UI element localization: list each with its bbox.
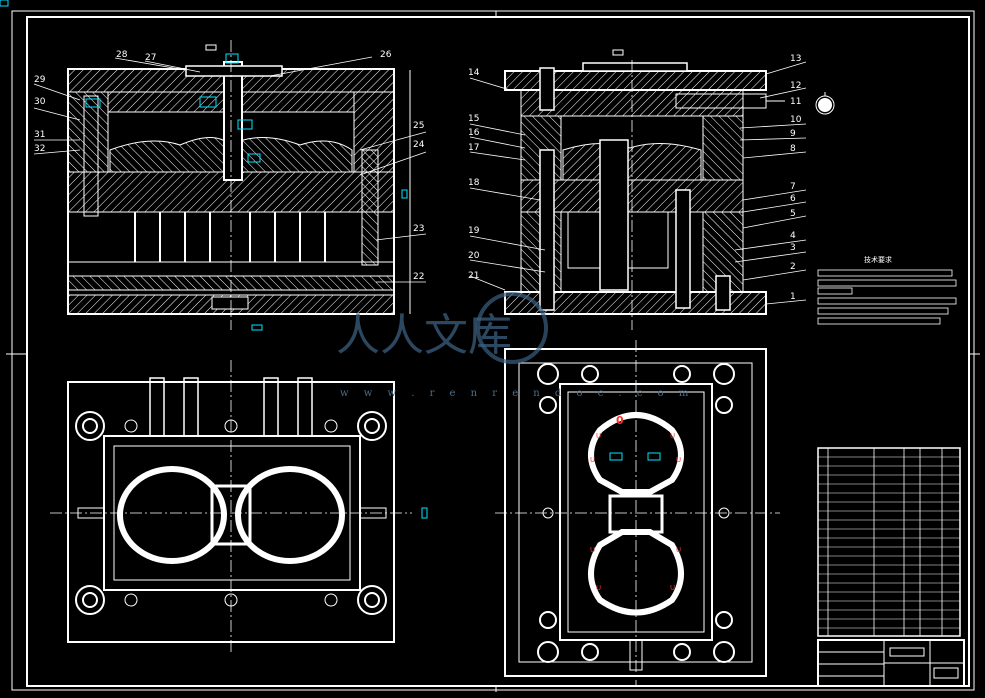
callout-10: 10: [790, 115, 802, 125]
callout-12: 12: [790, 81, 801, 91]
callout-11: 11: [790, 97, 801, 107]
callout-24: 24: [413, 140, 425, 150]
knob-part: [818, 98, 832, 112]
callout-7: 7: [790, 182, 796, 192]
callout-19: 19: [468, 226, 480, 236]
cavity-u-8: U: [670, 584, 675, 592]
bottom-left-plan-view: [50, 360, 412, 655]
tech-requirements: 技术要求: [817, 255, 957, 325]
callout-20: 20: [468, 251, 480, 261]
callout-17: 17: [468, 143, 479, 153]
cavity-u-5: U: [590, 546, 595, 554]
callout-31: 31: [34, 130, 45, 140]
cavity-u-6: U: [676, 546, 681, 554]
cavity-u-4: U: [676, 456, 681, 464]
cavity-markers: U U U U U U U U: [590, 432, 681, 592]
callout-16: 16: [468, 128, 480, 138]
callout-32: 32: [34, 144, 45, 154]
callout-3: 3: [790, 243, 796, 253]
callout-4: 4: [790, 231, 796, 241]
callout-25: 25: [413, 121, 424, 131]
cavity-u-7: U: [596, 584, 601, 592]
callout-5: 5: [790, 209, 796, 219]
callout-27: 27: [145, 53, 156, 63]
cavity-mark: 0: [616, 414, 624, 427]
watermark-logo-text: 人人文库: [336, 310, 512, 361]
left-callouts: [33, 56, 427, 283]
callout-15: 15: [468, 114, 479, 124]
callout-6: 6: [790, 194, 796, 204]
callout-18: 18: [468, 178, 480, 188]
bottom-right-plan-view: [495, 340, 780, 685]
cavity-u-1: U: [596, 432, 601, 440]
sheet-border: [6, 10, 980, 692]
plan-view-accent: [421, 507, 428, 519]
callout-26: 26: [380, 50, 392, 60]
left-section-view: [67, 40, 411, 330]
callout-13: 13: [790, 54, 801, 64]
cavity-u-2: U: [670, 432, 675, 440]
gate-marker: [205, 44, 217, 51]
callout-9: 9: [790, 129, 796, 139]
parts-list: [817, 447, 961, 637]
corner-marker: [0, 0, 9, 7]
cavity-u-3: U: [590, 456, 595, 464]
right-section-view: [504, 60, 835, 330]
callout-28: 28: [116, 50, 128, 60]
cavity-accents: [609, 452, 661, 461]
callout-2: 2: [790, 262, 796, 272]
title-block: [817, 639, 965, 687]
left-section-accents: [85, 53, 408, 331]
callout-30: 30: [34, 97, 46, 107]
tech-req-title: 技术要求: [864, 255, 892, 264]
watermark-url: w w w . r e n r e n d o c . c o m: [340, 388, 694, 399]
top-marker: [612, 49, 624, 56]
callout-1: 1: [790, 292, 796, 302]
watermark-ring: [476, 292, 548, 364]
right-callouts: [469, 61, 807, 305]
watermark: 人人文库 w w w . r e n r e n d o c . c o m: [336, 292, 694, 399]
callout-23: 23: [413, 224, 424, 234]
callout-22: 22: [413, 272, 424, 282]
callout-21: 21: [468, 271, 479, 281]
callout-8: 8: [790, 144, 796, 154]
callout-29: 29: [34, 75, 46, 85]
callout-14: 14: [468, 68, 480, 78]
